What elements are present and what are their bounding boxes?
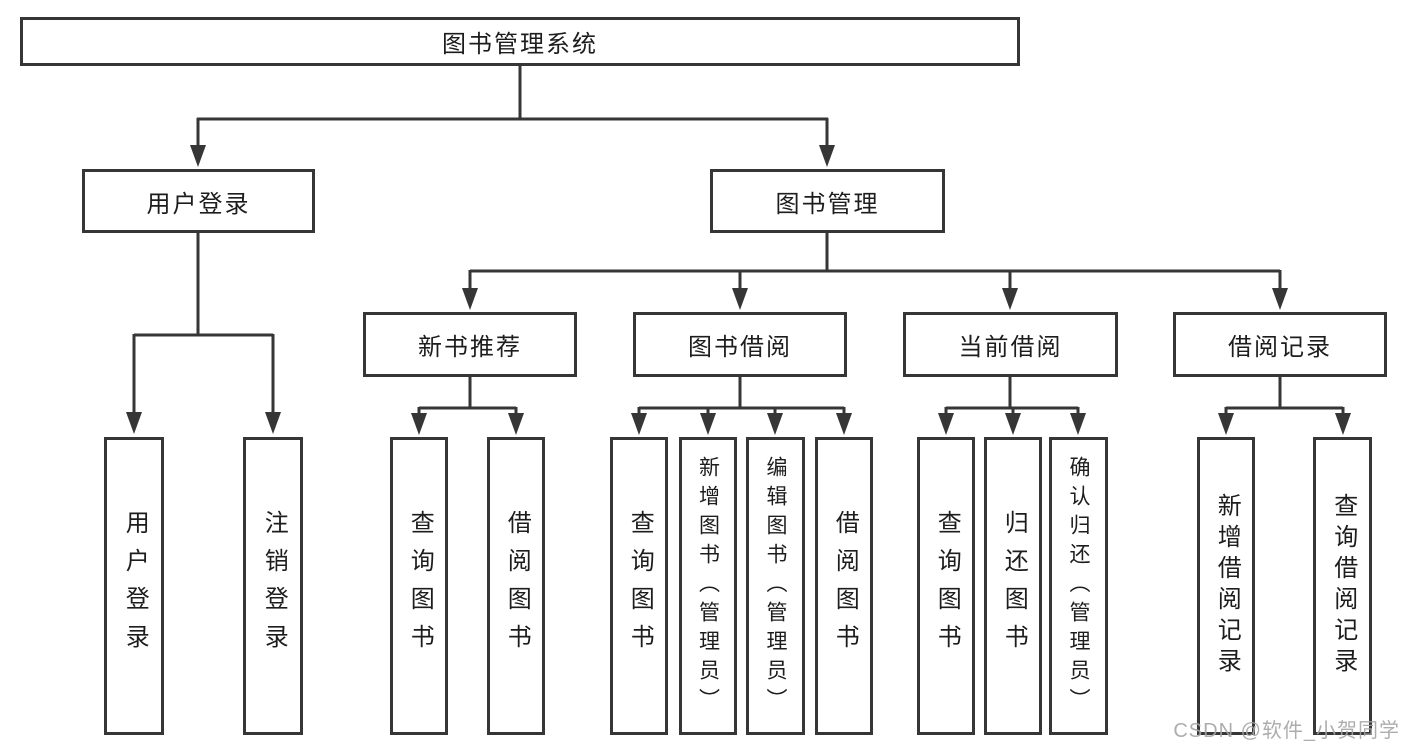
- leaf-query-book-current: 查询图书: [917, 437, 975, 735]
- leaf-query-book-current-label: 查询图书: [933, 510, 961, 662]
- leaf-add-borrow-record: 新增借阅记录: [1197, 437, 1255, 735]
- leaf-return-book-label: 归还图书: [1000, 510, 1028, 662]
- leaf-edit-book-admin-label: 编辑图书（管理员）: [764, 455, 788, 717]
- leaf-query-book-recommend-label: 查询图书: [406, 510, 434, 662]
- node-user-login-label: 用户登录: [146, 190, 251, 218]
- leaf-logout-label: 注销登录: [260, 510, 288, 662]
- leaf-logout: 注销登录: [243, 437, 303, 735]
- leaf-user-login-label: 用户登录: [121, 510, 149, 662]
- leaf-query-book-recommend: 查询图书: [390, 437, 448, 735]
- node-new-book-recommend-label: 新书推荐: [418, 334, 522, 361]
- node-book-management: 图书管理: [710, 169, 945, 233]
- leaf-confirm-return-admin: 确认归还（管理员）: [1049, 437, 1108, 735]
- leaf-borrow-book-recommend-label: 借阅图书: [503, 510, 531, 662]
- leaf-return-book: 归还图书: [984, 437, 1042, 735]
- node-root: 图书管理系统: [20, 17, 1020, 66]
- leaf-confirm-return-admin-label: 确认归还（管理员）: [1067, 455, 1091, 717]
- leaf-borrow-book: 借阅图书: [815, 437, 873, 735]
- leaf-add-book-admin: 新增图书（管理员）: [679, 437, 737, 735]
- leaf-user-login: 用户登录: [104, 437, 164, 735]
- node-book-borrow-label: 图书借阅: [688, 334, 792, 361]
- node-borrow-records: 借阅记录: [1173, 312, 1387, 377]
- node-current-borrow-label: 当前借阅: [958, 334, 1063, 361]
- watermark: CSDN @软件_小贺同学: [1173, 720, 1400, 742]
- leaf-query-borrow-record: 查询借阅记录: [1313, 437, 1372, 735]
- node-book-management-label: 图书管理: [775, 190, 880, 218]
- leaf-query-borrow-record-label: 查询借阅记录: [1329, 493, 1357, 679]
- node-borrow-records-label: 借阅记录: [1228, 334, 1332, 361]
- leaf-add-borrow-record-label: 新增借阅记录: [1213, 493, 1241, 679]
- node-book-borrow: 图书借阅: [633, 312, 847, 377]
- leaf-borrow-book-recommend: 借阅图书: [487, 437, 545, 735]
- node-current-borrow: 当前借阅: [903, 312, 1118, 377]
- arrowheads: [126, 145, 1351, 435]
- leaf-borrow-book-label: 借阅图书: [831, 510, 859, 662]
- leaf-query-book-borrow-label: 查询图书: [626, 510, 654, 662]
- node-new-book-recommend: 新书推荐: [363, 312, 577, 377]
- leaf-add-book-admin-label: 新增图书（管理员）: [696, 455, 720, 717]
- node-user-login: 用户登录: [82, 169, 315, 233]
- leaf-edit-book-admin: 编辑图书（管理员）: [746, 437, 805, 735]
- leaf-query-book-borrow: 查询图书: [610, 437, 668, 735]
- node-root-label: 图书管理系统: [442, 31, 598, 58]
